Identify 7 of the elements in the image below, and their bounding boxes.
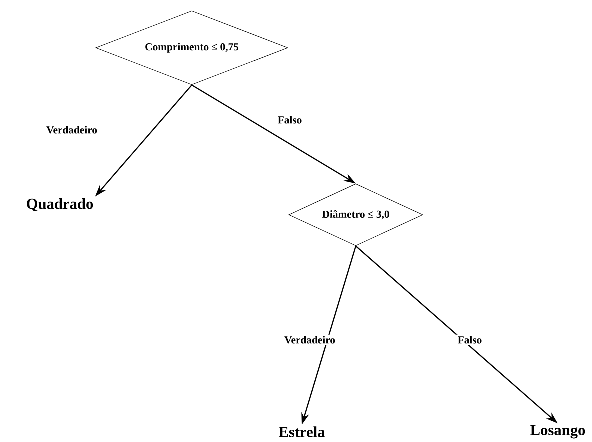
leaf-label: Quadrado bbox=[27, 198, 94, 212]
edge-label: Falso bbox=[276, 114, 304, 126]
edge-label: Verdadeiro bbox=[283, 334, 337, 346]
edge-label: Falso bbox=[456, 334, 484, 346]
edge-label: Verdadeiro bbox=[45, 124, 99, 136]
leaf-label: Estrela bbox=[279, 426, 326, 438]
leaf-label: Losango bbox=[530, 425, 586, 439]
